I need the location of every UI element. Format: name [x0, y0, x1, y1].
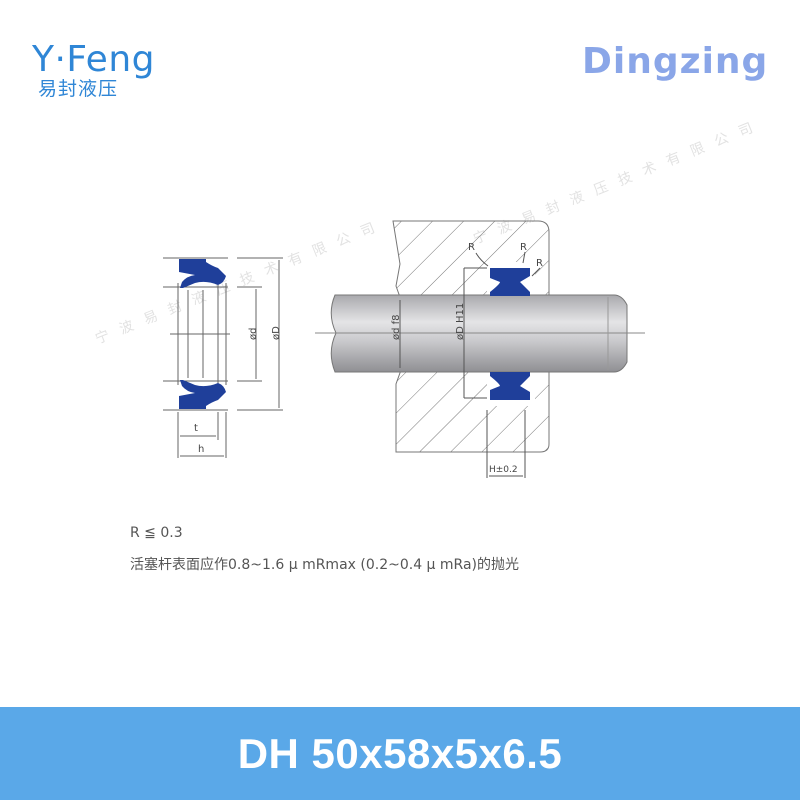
yfeng-logo: Y·Feng 易封液压	[32, 39, 155, 101]
seal-section-view	[163, 257, 283, 458]
logo-cn-text: 易封液压	[38, 78, 119, 100]
installed-seal-top	[490, 268, 530, 296]
seal-top-profile	[179, 259, 226, 288]
dingzing-logo: Dingzing	[582, 41, 769, 82]
radius-label-1: R	[468, 242, 475, 253]
product-banner: DH 50x58x5x6.5	[0, 707, 800, 800]
dim-D-label: øD	[271, 326, 282, 340]
radius-label-2: R	[520, 242, 527, 253]
dim-groove-width-label: H±0.2	[489, 465, 518, 475]
logo-en-text: Y·Feng	[32, 39, 155, 80]
dim-rod-label: ød f8	[391, 314, 402, 340]
seal-bottom-profile	[179, 380, 226, 409]
notes: R ≦ 0.3 活塞杆表面应作0.8~1.6 μ mRmax (0.2~0.4 …	[130, 517, 519, 581]
dim-h-label: h	[198, 444, 204, 455]
seal-technical-drawing: ød øD t h R R R ød f8 øD H11 H±0.2	[163, 220, 645, 478]
note-surface-finish: 活塞杆表面应作0.8~1.6 μ mRmax (0.2~0.4 μ mRa)的抛…	[130, 557, 520, 573]
dim-groove-label: øD H11	[455, 303, 466, 340]
dim-t-label: t	[194, 423, 198, 434]
dim-d-label: ød	[248, 328, 259, 340]
radius-label-3: R	[536, 258, 543, 269]
installed-seal-bottom	[490, 372, 530, 400]
product-title: DH 50x58x5x6.5	[237, 729, 563, 777]
note-radius: R ≦ 0.3	[130, 525, 183, 541]
